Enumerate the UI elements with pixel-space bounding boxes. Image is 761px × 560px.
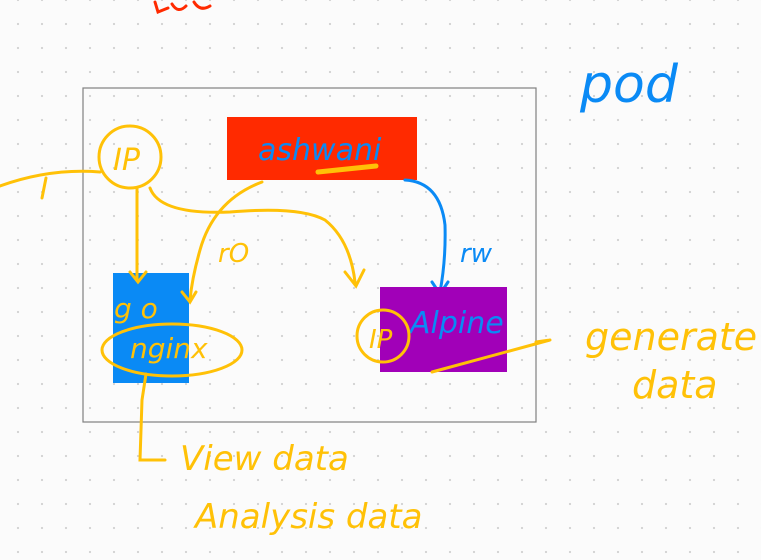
ashwani-underline — [315, 163, 379, 175]
ip-circle-top — [97, 124, 163, 190]
rw-label: rw — [460, 239, 493, 269]
ip-label-top: IP — [113, 143, 141, 178]
ip-circle-right — [355, 308, 411, 364]
top-red-scribble — [153, 0, 212, 15]
alpine-underline — [430, 338, 552, 374]
ro-label: rO — [218, 239, 249, 269]
nginx-container-box — [113, 273, 189, 383]
nginx-label: nginx — [130, 332, 208, 365]
alpine-label: Alpine — [408, 306, 504, 341]
generate-data-label-line2: data — [632, 363, 718, 407]
pod-label: pod — [579, 55, 679, 115]
ashwani-label: ashwani — [258, 133, 382, 168]
nginx-ellipse-annotation — [100, 322, 244, 378]
external-link-line — [0, 169, 102, 200]
nginx-to-view-data-line — [138, 372, 167, 462]
view-data-label: View data — [180, 439, 349, 479]
analysis-data-label: Analysis data — [193, 497, 422, 537]
ip-to-alpine-arrow — [148, 186, 366, 289]
ro-mount-line — [180, 180, 264, 305]
pod-frame — [82, 87, 537, 423]
rw-mount-line — [403, 178, 450, 297]
generate-data-label-line1: generate — [585, 315, 757, 359]
go-label: g o — [114, 292, 158, 325]
ip-label-right: IP — [369, 325, 393, 355]
ip-to-nginx-line — [128, 186, 148, 285]
